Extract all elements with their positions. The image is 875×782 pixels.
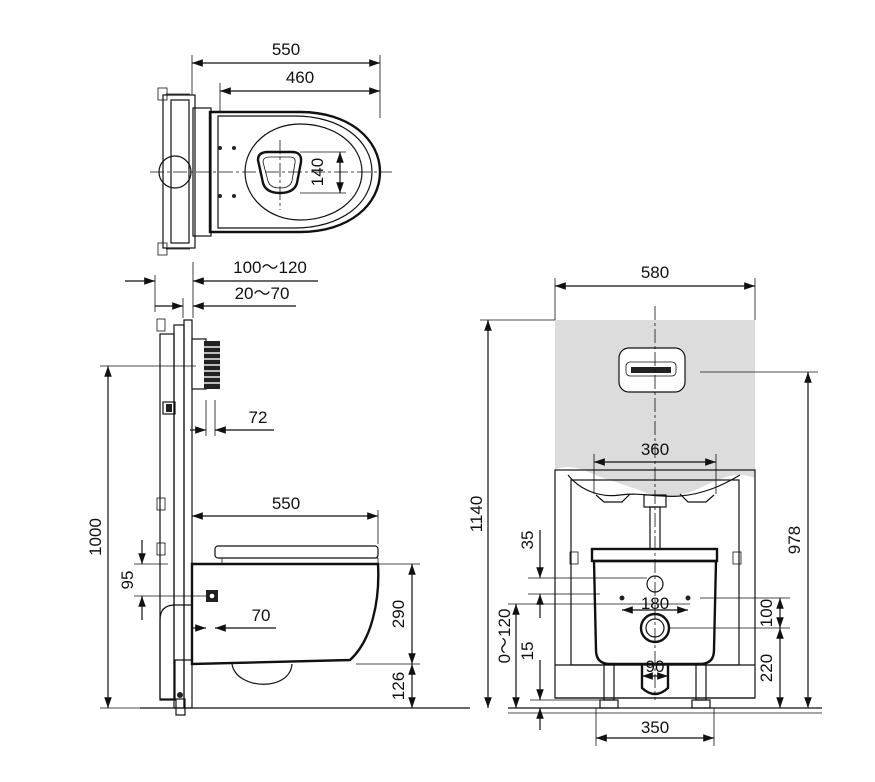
dim-front-outlet-width: 90 (646, 657, 665, 676)
dim-front-height-total: 1140 (467, 496, 486, 533)
dim-side-height-total: 1000 (86, 518, 105, 556)
dim-top-opening-width: 140 (308, 158, 327, 186)
dim-side-drain-offset: 70 (252, 606, 271, 625)
front-seat (590, 547, 719, 563)
dim-front-bolt-spacing: 180 (641, 594, 669, 613)
dim-front-outlet-height: 220 (757, 654, 776, 682)
dim-side-flush-depth: 72 (249, 408, 268, 427)
dim-front-outlet-gap: 100 (757, 599, 776, 627)
dim-side-bowl-length: 550 (272, 494, 300, 513)
dim-front-gap: 35 (518, 531, 537, 550)
side-view: 100～120 20～70 (86, 258, 470, 716)
top-bowl-outline (208, 110, 382, 234)
dim-side-offset-inner: 20～70 (235, 284, 290, 303)
dim-front-small-gap: 15 (518, 642, 537, 661)
dim-front-button-height: 978 (785, 526, 804, 554)
dim-front-adjust-range: 0～120 (495, 609, 514, 664)
side-bowl-outline (190, 562, 380, 666)
top-view: 550 460 140 (150, 40, 392, 256)
dim-side-bottom-height: 126 (389, 672, 408, 700)
dim-top-overall-width: 550 (272, 40, 300, 59)
side-seat (214, 545, 379, 559)
dim-top-bowl-length: 460 (286, 68, 314, 87)
top-opening (256, 150, 303, 195)
dim-front-width: 580 (641, 263, 669, 282)
top-frame-bracket (162, 94, 196, 249)
front-view: 580 360 1140 35 0～120 15 180 100 (467, 263, 822, 746)
dim-front-support-spacing: 360 (641, 440, 669, 459)
side-frame-post (159, 333, 175, 700)
dim-front-foot-spacing: 350 (641, 718, 669, 737)
dim-side-inlet-height: 95 (118, 571, 137, 590)
side-drain-pipe (159, 604, 193, 701)
dim-side-rim-height: 290 (389, 600, 408, 628)
dim-side-offset-outer: 100～120 (233, 258, 307, 277)
